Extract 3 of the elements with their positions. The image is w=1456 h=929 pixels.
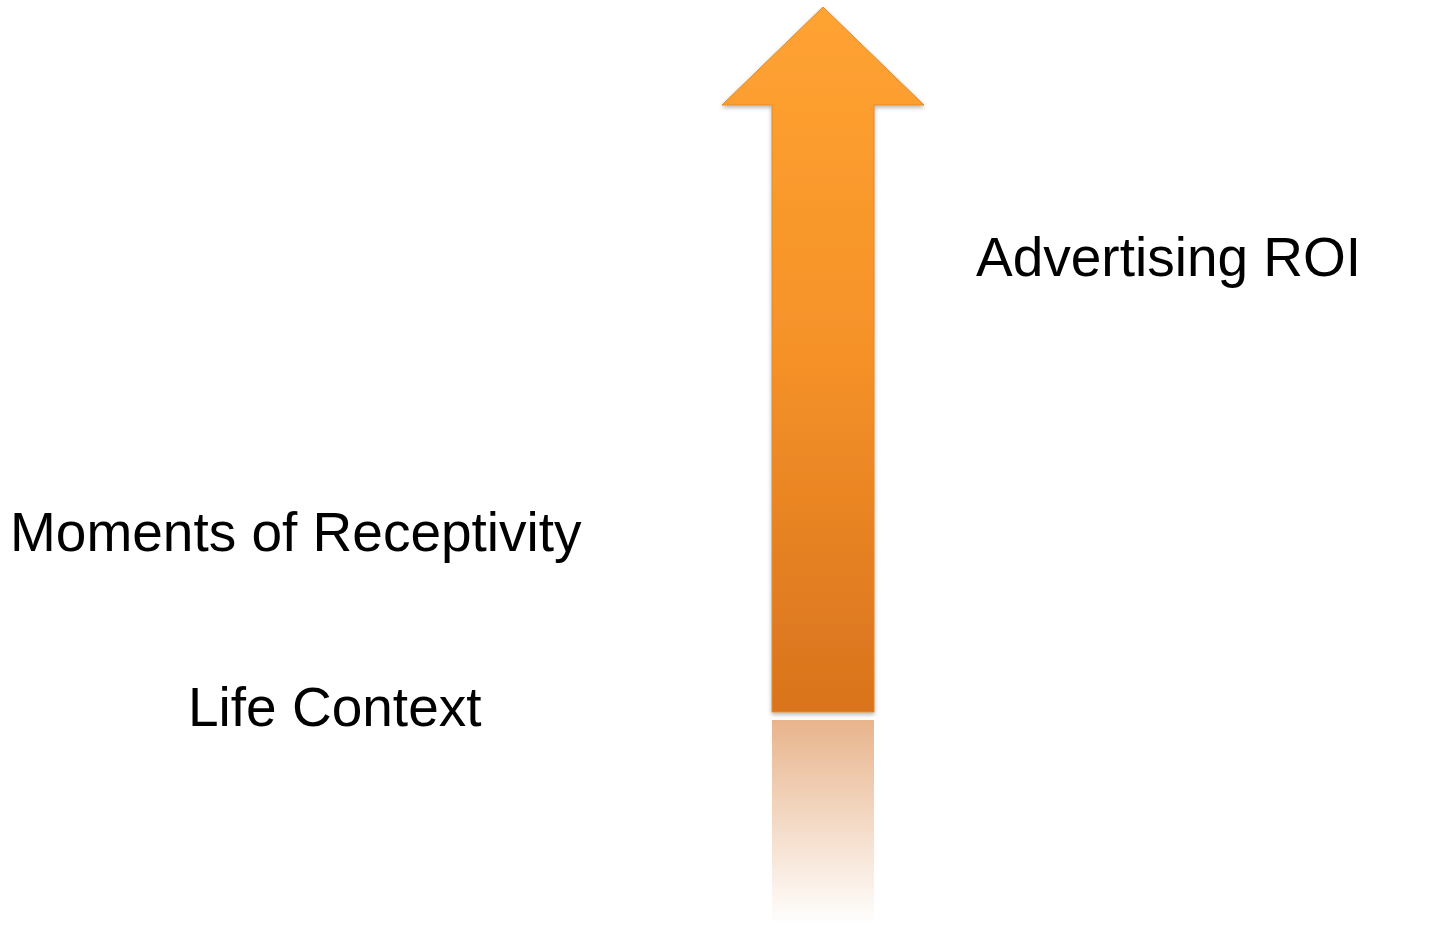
text-label: Moments of Receptivity bbox=[10, 500, 582, 565]
text-label: Life Context bbox=[188, 675, 482, 740]
text-label: Advertising ROI bbox=[976, 225, 1362, 290]
